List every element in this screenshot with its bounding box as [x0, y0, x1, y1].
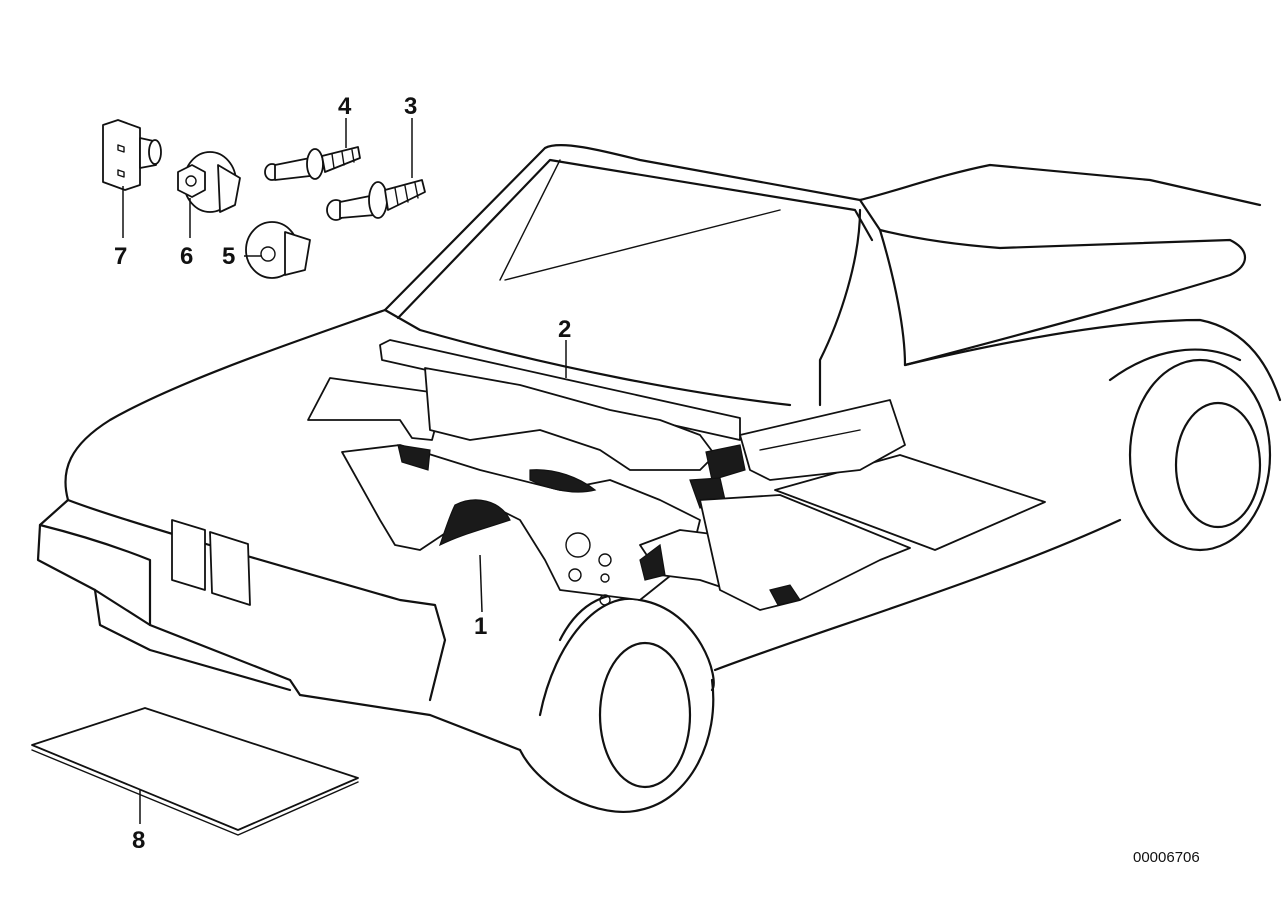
callout-labels: 1 2 3 4 5 6 7 8: [114, 93, 571, 854]
part-5-clip: [245, 221, 311, 279]
grille-left: [171, 519, 206, 591]
callout-4: 4: [338, 93, 352, 120]
callout-1: 1: [474, 613, 487, 640]
part-6-nut: [177, 151, 241, 213]
floor-mats: [699, 399, 1046, 611]
callout-8: 8: [132, 827, 145, 854]
callout-6: 6: [180, 243, 193, 270]
part-3-rivet: [326, 179, 426, 221]
callout-2: 2: [558, 316, 571, 343]
part-8-insulation-sheet: [31, 707, 359, 836]
callout-3: 3: [404, 93, 417, 120]
car-body-outline: [36, 144, 1282, 813]
part-2-dash-pad: [379, 339, 741, 441]
leader-lines: [122, 118, 567, 824]
callout-5: 5: [222, 243, 235, 270]
grille-right: [209, 531, 251, 606]
callout-7: 7: [114, 243, 127, 270]
part-7-clip: [102, 119, 162, 191]
document-number: 00006706: [1133, 849, 1200, 866]
part-4-rivet: [264, 146, 361, 181]
